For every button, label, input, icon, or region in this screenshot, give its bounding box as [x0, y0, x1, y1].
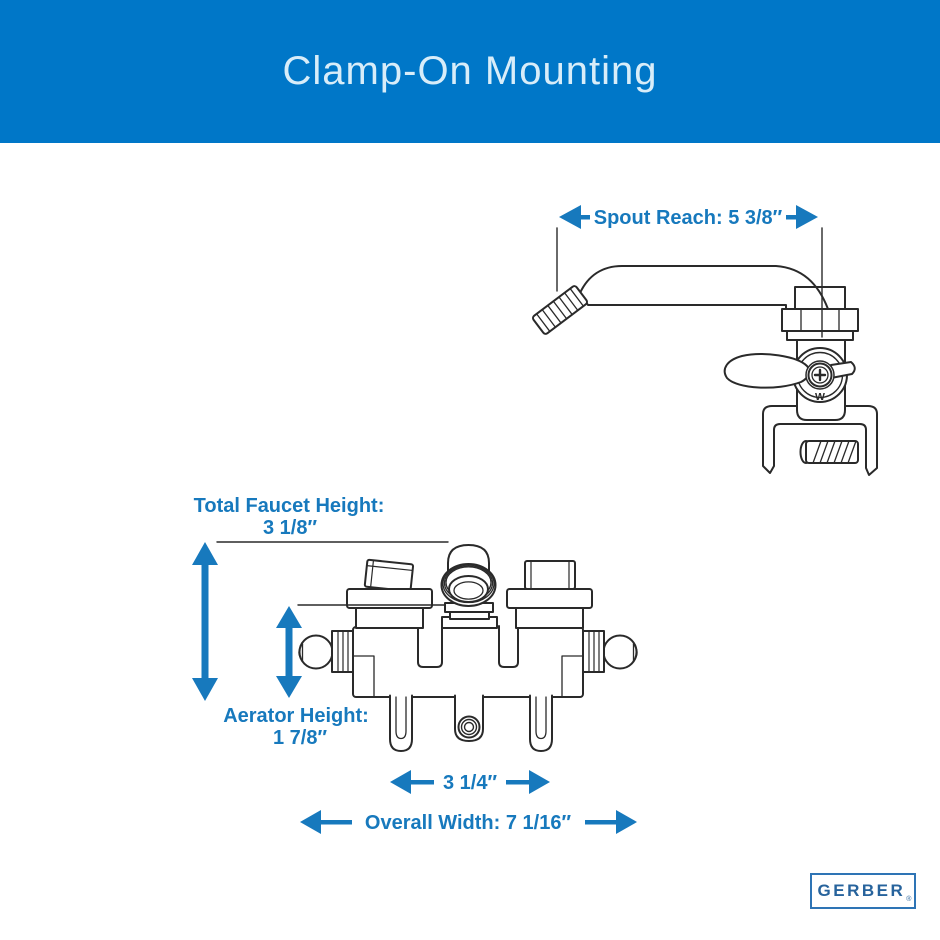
- gerber-logo: GERBER ®: [810, 873, 916, 909]
- spout-reach-label: Spout Reach: 5 3/8″: [594, 207, 783, 229]
- page-title: Clamp-On Mounting: [282, 49, 658, 93]
- center-width-label: 3 1/4″: [443, 772, 497, 794]
- aerator-height-label: Aerator Height:: [223, 705, 369, 727]
- overall-width-dimension-arrow: [300, 810, 637, 834]
- faucet-side-view-drawing: W: [532, 227, 878, 476]
- spout-aerator-tip: [532, 285, 588, 335]
- spout-connection: [440, 544, 498, 629]
- gerber-logo-text: GERBER: [817, 881, 906, 900]
- clamp-screw: [799, 440, 859, 464]
- spout-reach-dimension-arrow: [559, 205, 818, 229]
- clamp-bracket: [762, 405, 878, 476]
- faucet-front-view-drawing: [216, 541, 638, 752]
- left-handle: [346, 558, 433, 629]
- registered-mark-icon: ®: [906, 896, 912, 903]
- extension-lines: [556, 227, 823, 338]
- total-height-value: 3 1/8″: [263, 517, 317, 539]
- total-height-dimension-arrow: [192, 542, 218, 701]
- header-banner: Clamp-On Mounting: [0, 0, 940, 143]
- aerator-height-value: 1 7/8″: [273, 727, 327, 749]
- faucet-body-bar: [352, 626, 584, 698]
- right-knob: [602, 634, 638, 670]
- lever-handle: [723, 353, 810, 389]
- center-width-dimension-arrow: [390, 770, 550, 794]
- mounting-nut: [781, 308, 859, 332]
- aerator-height-dimension-arrow: [276, 606, 302, 698]
- supply-tab: [454, 694, 484, 742]
- right-handle: [506, 560, 593, 629]
- total-height-label: Total Faucet Height:: [194, 495, 385, 517]
- spout-tube: [579, 265, 829, 310]
- overall-width-label: Overall Width: 7 1/16″: [365, 812, 572, 834]
- valve-marking: W: [815, 391, 825, 403]
- left-knob: [298, 634, 334, 670]
- mounting-legs: [389, 694, 553, 752]
- reference-lines: [216, 541, 449, 606]
